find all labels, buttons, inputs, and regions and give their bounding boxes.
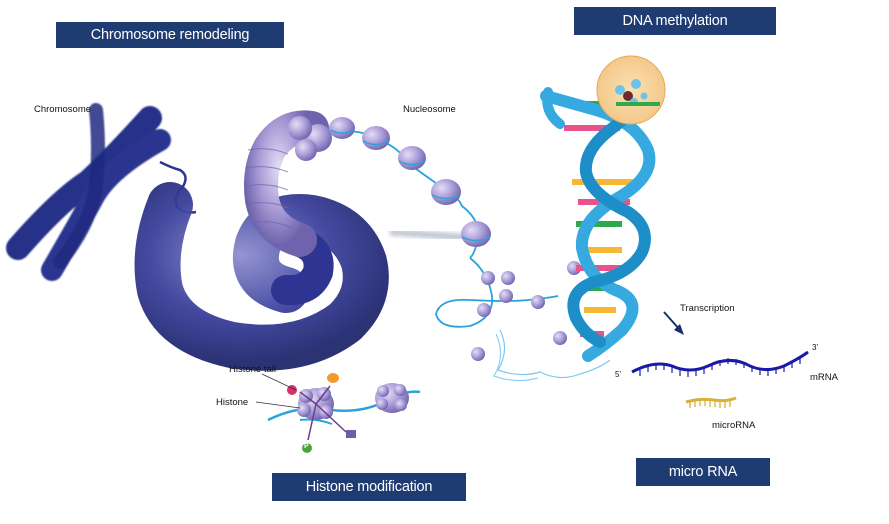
mrna-label: mRNA	[810, 372, 838, 383]
methyl-group-halo	[596, 55, 666, 125]
histone-tail-label: Histone tail	[229, 364, 276, 375]
chromosome-remodeling-title: Chromosome remodeling	[56, 22, 284, 48]
nucleosome-beads	[329, 117, 491, 247]
nucleosome-label: Nucleosome	[403, 104, 456, 115]
histone-modification-title: Histone modification	[272, 473, 466, 501]
dna-double-helix	[540, 87, 656, 362]
micro-rna-title: micro RNA	[636, 458, 770, 486]
mrna-strand	[631, 350, 809, 377]
chromosome-label: Chromosome	[34, 104, 92, 115]
chromosome-shape	[6, 103, 171, 281]
phospho-mark-label: P	[304, 443, 309, 450]
histone-modification-illustration	[255, 373, 421, 453]
five-prime-label: 5'	[615, 370, 621, 379]
dna-methylation-title: DNA methylation	[574, 7, 776, 35]
free-histones	[471, 261, 581, 361]
three-prime-label: 3'	[812, 343, 818, 352]
unwound-dna	[497, 329, 611, 379]
histone-label: Histone	[216, 397, 249, 408]
transcription-label: Transcription	[680, 303, 735, 314]
shadow-band	[389, 228, 476, 242]
microrna-label: microRNA	[712, 420, 756, 431]
chromatin-coil	[134, 110, 389, 371]
microrna-strand	[685, 396, 737, 408]
